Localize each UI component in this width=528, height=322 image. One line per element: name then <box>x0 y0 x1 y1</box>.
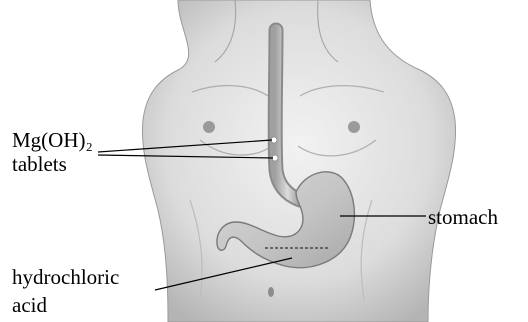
navel <box>268 287 274 297</box>
tablets-label: tablets <box>12 152 67 176</box>
left-nipple <box>203 121 215 133</box>
torso-body <box>142 0 455 322</box>
stomach-label: stomach <box>428 205 498 229</box>
acid-label-line2: acid <box>12 293 47 317</box>
acid-label-line1: hydrochloric <box>12 265 119 289</box>
right-nipple <box>348 121 360 133</box>
tablets-formula-label: Mg(OH)₂ <box>12 128 93 152</box>
